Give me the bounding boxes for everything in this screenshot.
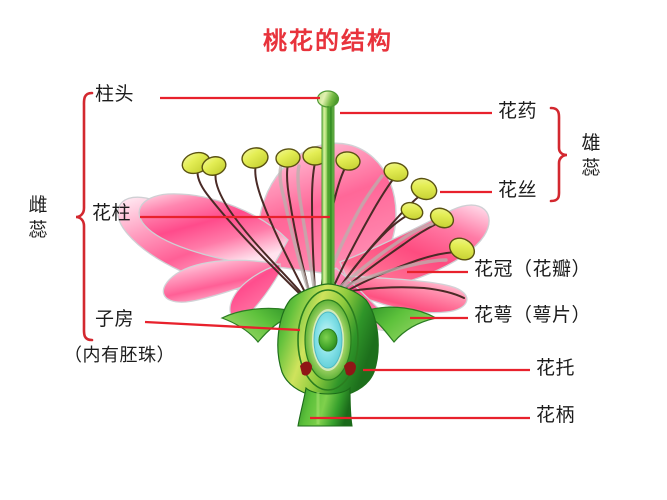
label-ovary: 子房 — [95, 308, 135, 330]
group-label-pistil: 雌蕊 — [28, 194, 48, 241]
filament — [325, 177, 395, 305]
label-ovary-note: （内有胚珠） — [64, 345, 175, 366]
label-corolla: 花冠（花瓣） — [474, 258, 592, 280]
filament — [335, 251, 461, 299]
anther — [201, 156, 227, 176]
filament — [336, 286, 465, 299]
brace-stamen — [549, 106, 568, 203]
pistil — [316, 90, 340, 317]
anther — [383, 162, 409, 182]
label-pedicel: 花柄 — [536, 404, 576, 426]
pedicel — [297, 386, 353, 427]
leader-lines — [140, 96, 530, 420]
anther — [335, 151, 361, 171]
page-title: 桃花的结构 — [263, 27, 393, 55]
sepal-left — [220, 307, 293, 343]
filament — [337, 213, 411, 291]
anther — [400, 201, 424, 221]
corolla-petals — [117, 142, 490, 331]
stigma-head — [316, 90, 340, 108]
filament — [254, 163, 312, 305]
anther — [410, 177, 438, 201]
anther — [241, 147, 269, 169]
anther — [275, 148, 301, 168]
label-style: 花柱 — [92, 202, 132, 224]
label-filament: 花丝 — [498, 179, 538, 201]
sepal-right — [365, 306, 438, 343]
leader-ovary — [144, 320, 301, 332]
brace-pistil — [75, 91, 94, 342]
label-stigma: 柱头 — [95, 83, 135, 105]
group-label-stamen: 雄蕊 — [581, 132, 601, 179]
label-anther: 花药 — [498, 100, 538, 122]
label-calyx: 花萼（萼片） — [474, 304, 592, 326]
ovule — [318, 328, 338, 352]
anther — [429, 207, 455, 229]
anther — [448, 237, 476, 261]
receptacle-ovary-group — [220, 283, 438, 427]
anthers — [181, 146, 476, 261]
label-receptacle: 花托 — [536, 357, 576, 379]
filament — [196, 167, 307, 301]
